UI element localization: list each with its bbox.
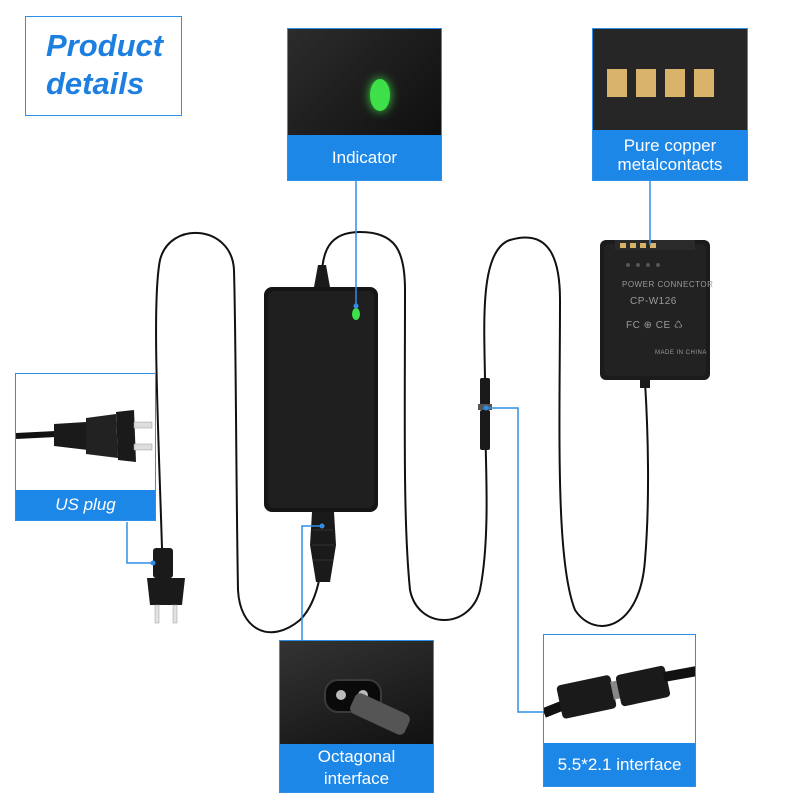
indicator-label: Indicator (288, 135, 441, 180)
copper-photo (593, 29, 747, 132)
us-plug-callout: US plug (15, 373, 156, 521)
contact-1 (607, 69, 627, 97)
dc-cable-right (483, 236, 650, 627)
title-line-1: Product (46, 28, 164, 63)
indicator-photo (288, 29, 441, 137)
power-adapter (264, 265, 378, 582)
indicator-led-closeup (370, 79, 390, 111)
dc-cable-top (320, 230, 488, 621)
octagonal-callout: Octagonal interface (279, 640, 434, 793)
copper-callout: Pure copper metalcontacts (592, 28, 748, 181)
contact-4 (694, 69, 714, 97)
dc-connector-icon (544, 665, 695, 719)
contact-2 (636, 69, 656, 97)
battery-text-1: POWER CONNECTOR (622, 280, 714, 289)
contact-3 (665, 69, 685, 97)
dc-label: 5.5*2.1 interface (544, 743, 695, 786)
indicator-led (352, 308, 360, 320)
us-plug-icon (16, 410, 153, 462)
dc-leader-line (486, 407, 545, 713)
title-line-2: details (46, 66, 145, 101)
us-plug-label: US plug (16, 490, 155, 520)
octagonal-label-line-2: interface (323, 769, 390, 788)
dc-photo (544, 635, 695, 745)
us-plug-end (147, 548, 185, 624)
copper-label-line-1: Pure copper (623, 136, 717, 155)
title-box: Product details (25, 16, 182, 116)
octagonal-leader-line (301, 525, 322, 640)
octagonal-photo (280, 641, 433, 746)
dc-callout: 5.5*2.1 interface (543, 634, 696, 787)
us-plug-photo (16, 374, 155, 492)
copper-label: Pure copper metalcontacts (593, 130, 747, 180)
battery-text-2: CP-W126 (630, 296, 677, 307)
page-title: Product details (46, 27, 163, 103)
battery-marks: FC ⊕ CE ♺ (626, 320, 684, 331)
octagonal-label: Octagonal interface (280, 744, 433, 792)
copper-label-line-2: metalcontacts (617, 155, 723, 174)
dummy-battery (600, 240, 710, 388)
plug-leader-line (126, 522, 152, 564)
indicator-callout: Indicator (287, 28, 442, 181)
ac-cable (155, 231, 324, 634)
battery-made-in: MADE IN CHINA (655, 350, 707, 356)
dc-barrel-joint (478, 378, 492, 450)
octagonal-label-line-1: Octagonal (317, 747, 396, 766)
